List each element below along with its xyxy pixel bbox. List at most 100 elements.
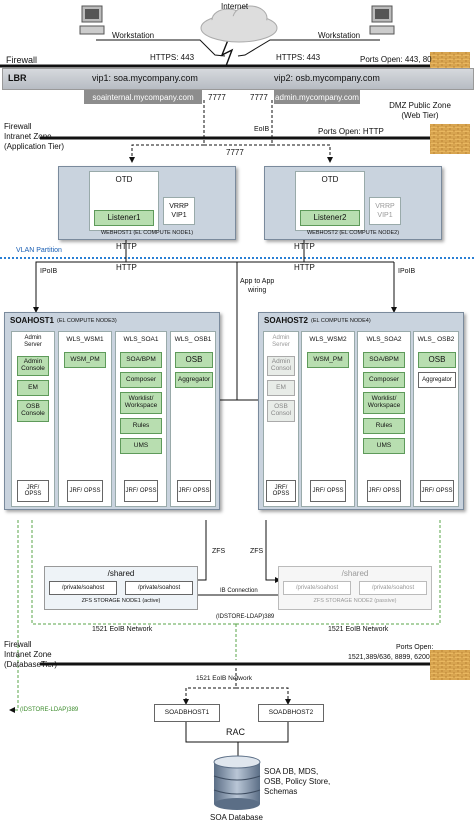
osb-console: OSB Consol [267,400,295,422]
soadbhost1: SOADBHOST1 [154,704,220,722]
firewall-brick-icon [430,650,470,680]
wls-osb2-header: WLS_ OSB2 [417,336,455,343]
http-left2: HTTP [116,263,137,272]
admin-server-h1: Admin [272,335,290,341]
firewall-db-label2: Intranet Zone [4,650,52,659]
jrf-opss: JRF/ OPSS [67,480,103,502]
private-soahost-1: /private/soahost [49,581,117,595]
storage2-footer: ZFS STORAGE NODE2 (passive) [313,598,397,604]
firewall-top-label: Firewall [6,55,38,65]
vrrp-label: VRRP [375,203,395,210]
lbr-vip1: vip1: soa.mycompany.com [92,73,198,83]
zfs-left: ZFS [212,548,226,555]
rules: Rules [120,418,162,434]
wls-soa1-column: WLS_SOA1 SOA/BPM Composer Worklist/ Work… [115,331,167,507]
soahost2-node: SOAHOST2 (EL COMPUTE NODE4) Admin Server… [258,312,464,510]
otd-label: OTD [321,175,339,184]
internet-label: Internet [221,2,249,11]
database-icon [213,755,261,810]
wls-wsm1-column: WLS_WSM1 WSM_PM JRF/ OPSS [58,331,112,507]
port-7777-label: 7777 [226,148,244,157]
em: EM [17,380,49,396]
workstation-left-label: Workstation [112,31,155,40]
shared-label: /shared [341,569,369,578]
webhost1-footer: WEBHOST1 (EL COMPUTE NODE1) [100,230,194,236]
vlan-label: VLAN Partition [16,247,62,254]
wls-soa2-column: WLS_SOA2 SOA/BPM Composer Worklist/ Work… [357,331,411,507]
otd-label: OTD [115,175,133,184]
wls-osb2-column: WLS_ OSB2 OSB Aggregator JRF/ OPSS [413,331,459,507]
https-right-label: HTTPS: 443 [276,53,321,62]
db-name: SOA Database [210,813,263,822]
vrrp-box: VRRP VIP1 [163,197,195,225]
firewall-db-ports2: 1521,389/636, 8899, 6200 [348,654,430,661]
zfs-right: ZFS [250,548,264,555]
listener1: Listener1 [94,210,154,226]
rules: Rules [363,418,405,434]
soahost1-title: SOAHOST1 [10,316,55,325]
firewall-app-label3: (Application Tier) [4,142,65,151]
lbr-vip2: vip2: osb.mycompany.com [274,73,380,83]
jrf-opss: JRF/ OPSS [177,480,211,502]
firewall-db-ports1: Ports Open: [396,644,434,651]
dmz-label: DMZ Public Zone [389,101,451,110]
soahost2-subtitle: (EL COMPUTE NODE4) [311,318,371,324]
vrrp-label: VRRP [169,203,189,210]
http-right2: HTTP [294,263,315,272]
soadbhost2: SOADBHOST2 [258,704,324,722]
admin-server-h2: Server [272,342,290,348]
osb-console: OSB Console [17,400,49,422]
eoib-network-right: 1521 EoIB Network [328,626,389,633]
osb: OSB [175,352,213,368]
eoib-label: EoIB [254,126,270,133]
soahost2-title: SOAHOST2 [264,316,309,325]
http-left: HTTP [116,242,137,251]
ib-connection-label: IB Connection [220,588,258,594]
wls-soa1-header: WLS_SOA1 [123,336,159,343]
firewall-top-ports: Ports Open: 443, 80 [360,55,432,64]
firewall-db-label3: (DatabaseTier) [4,660,58,669]
wls-soa2-header: WLS_SOA2 [366,336,402,343]
idstore-left-label: (IDSTORE-LDAP)389 [20,707,79,713]
rac-label: RAC [226,727,246,737]
vip-label: VIP1 [171,212,187,219]
wls-osb1-header: WLS_ OSB1 [174,336,212,343]
private-soahost-2: /private/soahost [125,581,193,595]
zfs-storage-node2: /shared /private/soahost /private/soahos… [278,566,432,610]
osb: OSB [418,352,456,368]
ums: UMS [120,438,162,454]
aggregator: Aggregator [418,372,456,388]
wsm-pm: WSM_PM [64,352,106,368]
composer: Composer [120,372,162,388]
jrf-opss: JRF/ OPSS [266,480,296,502]
webhost2-footer: WEBHOST2 (EL COMPUTE NODE2) [306,230,400,236]
zfs-storage-node1: /shared /private/soahost /private/soahos… [44,566,198,610]
shared-label: /shared [107,569,135,578]
private-soahost-1: /private/soahost [283,581,351,595]
jrf-opss: JRF/ OPSS [17,480,49,502]
http-right: HTTP [294,242,315,251]
db-desc1: SOA DB, MDS, [264,767,319,776]
firewall-app-ports: Ports Open: HTTP [318,127,384,136]
jrf-opss: JRF/ OPSS [124,480,158,502]
soahost1-node: SOAHOST1 (EL COMPUTE NODE3) Admin Server… [4,312,220,510]
app-wiring-line2: wiring [248,287,267,294]
wls-wsm2-column: WLS_WSM2 WSM_PM JRF/ OPSS [301,331,355,507]
lbr-label: LBR [8,73,27,83]
admin-console: Admin Console [17,356,49,376]
storage1-footer: ZFS STORAGE NODE1 (active) [81,598,161,604]
lbr-port-left: 7777 [208,93,226,102]
admin-server-column: Admin Server Admin Consol EM OSB Consol … [263,331,299,507]
worklist-workspace: Worklist/ Workspace [120,392,162,414]
workstation-icon [79,5,105,35]
db-desc2: OSB, Policy Store, [264,777,331,786]
internet-cloud-icon [200,5,278,43]
em: EM [267,380,295,396]
wsm-pm: WSM_PM [307,352,349,368]
admin-console: Admin Consol [267,356,295,376]
firewall-app-label2: Intranet Zone [4,132,52,141]
idstore-mid-label: (IDSTORE-LDAP)389 [216,614,275,620]
app-wiring-line1: App to App [240,278,275,285]
ipoib-right: IPoIB [398,268,416,275]
admin-server-column: Admin Server Admin Console EM OSB Consol… [11,331,55,507]
